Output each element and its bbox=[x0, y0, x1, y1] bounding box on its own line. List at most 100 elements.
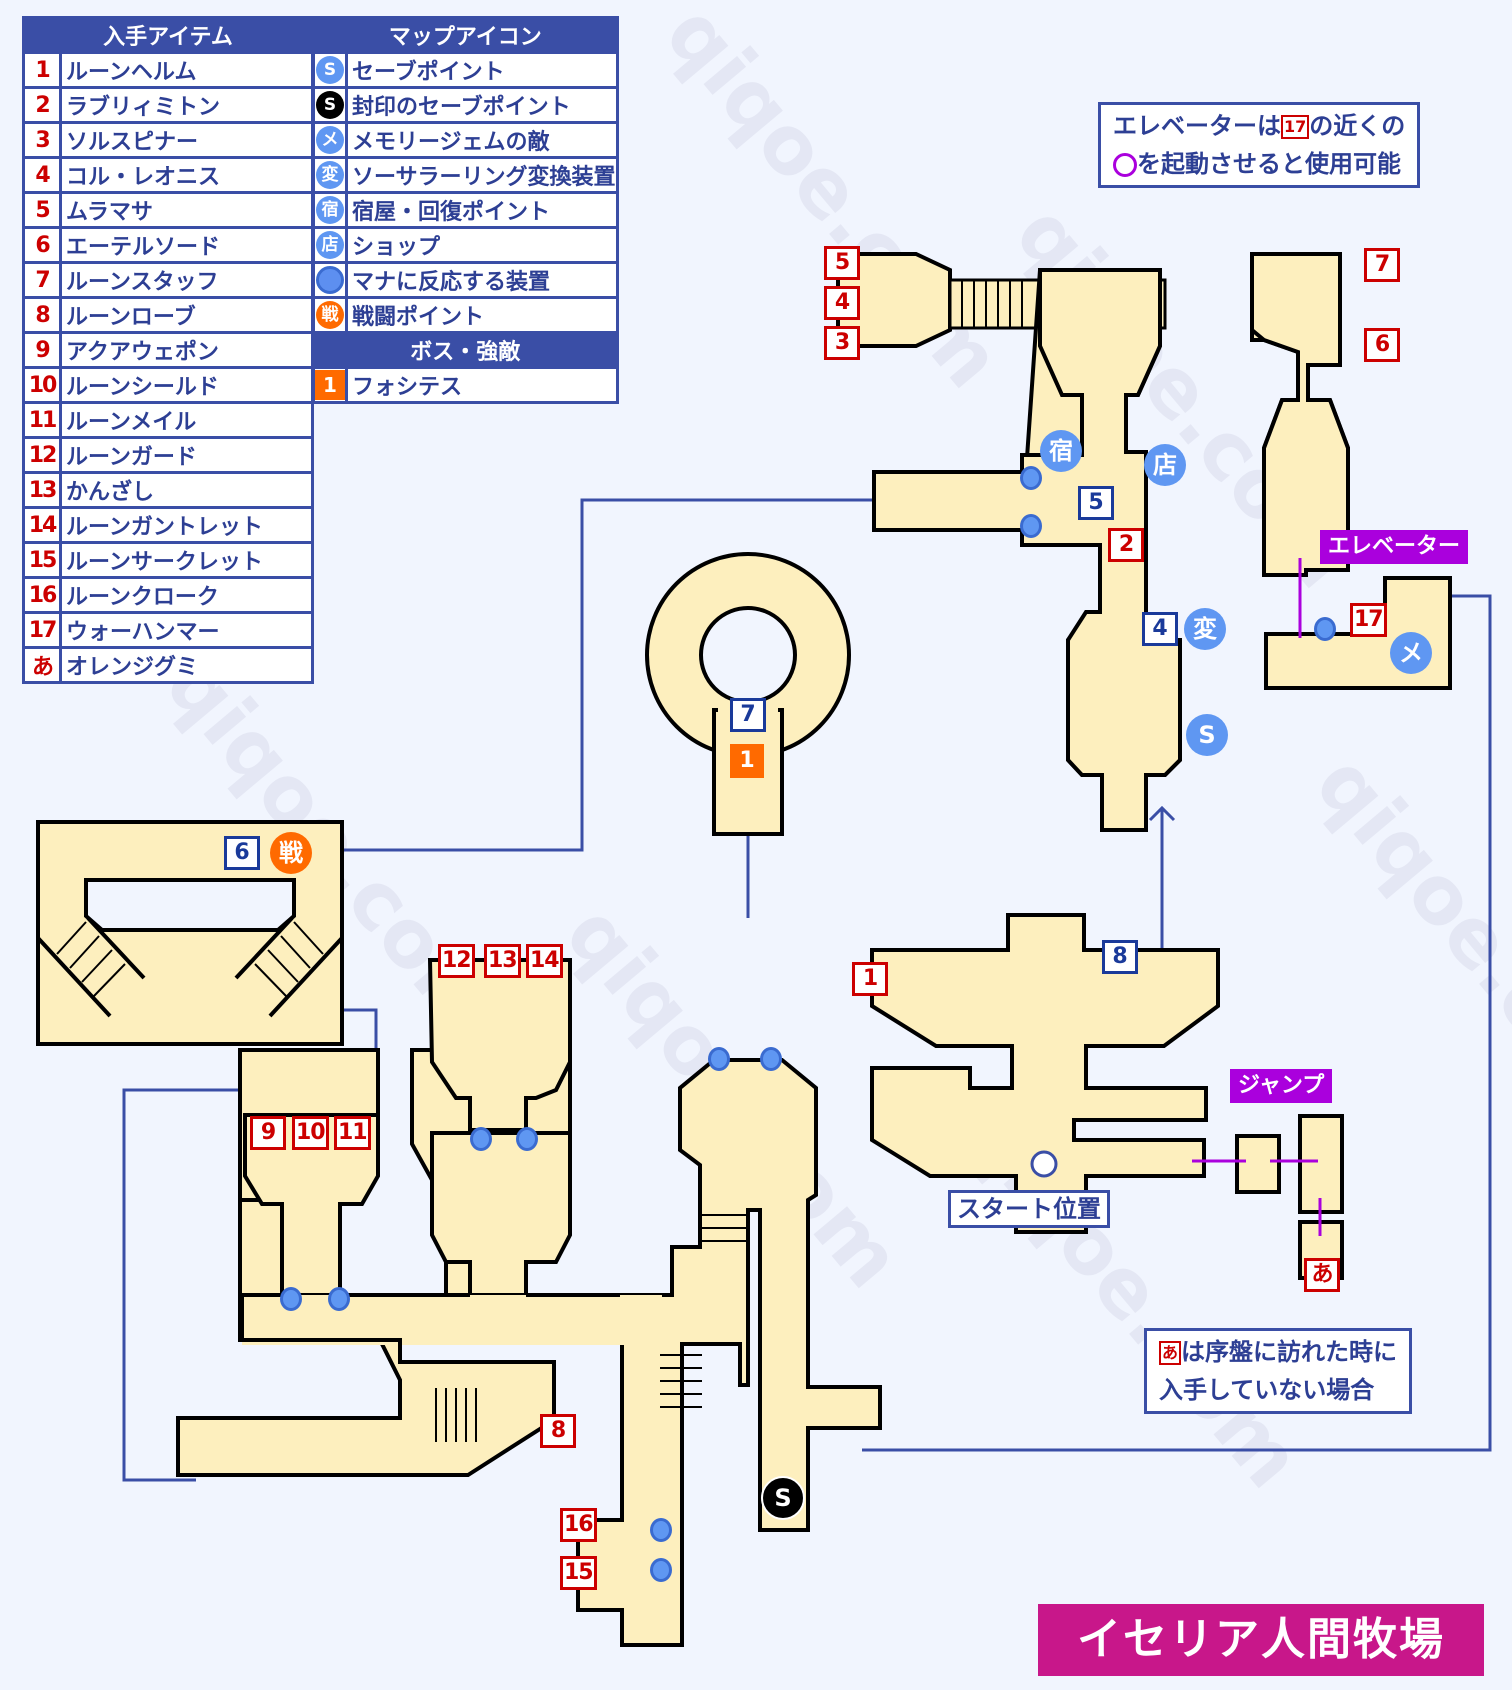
room-jump-b bbox=[1298, 1114, 1344, 1214]
ring-icon bbox=[1113, 153, 1137, 177]
bridge bbox=[948, 278, 1042, 330]
mana-device-icon[interactable] bbox=[516, 1127, 538, 1151]
sealed-save-point-icon[interactable]: S bbox=[761, 1476, 805, 1520]
item-marker[interactable]: 9 bbox=[250, 1116, 286, 1150]
item-number: 17 bbox=[22, 611, 62, 649]
mana-device-icon[interactable] bbox=[328, 1287, 350, 1311]
memory-gem-enemy-icon: メ bbox=[316, 126, 344, 154]
icon-name: ショップ bbox=[345, 226, 619, 264]
shop-icon[interactable]: 店 bbox=[1144, 444, 1186, 486]
mana-device-icon[interactable] bbox=[1314, 617, 1336, 641]
start-position-marker bbox=[1030, 1150, 1058, 1178]
battle-point-icon[interactable]: 戦 bbox=[270, 832, 312, 874]
item-number: 2 bbox=[22, 86, 62, 124]
item-marker[interactable]: 3 bbox=[824, 326, 860, 360]
shop-icon: 店 bbox=[316, 231, 344, 259]
item-marker[interactable]: 4 bbox=[824, 286, 860, 320]
item-ref-badge: 17 bbox=[1281, 115, 1310, 139]
icon-legend-row: 戦戦闘ポイント bbox=[312, 296, 619, 334]
boss-marker[interactable]: 1 bbox=[730, 744, 764, 778]
item-marker[interactable]: 15 bbox=[560, 1556, 597, 1590]
item-marker[interactable]: 6 bbox=[1364, 328, 1400, 362]
item-marker[interactable]: 2 bbox=[1108, 528, 1144, 562]
mana-device-icon[interactable] bbox=[650, 1558, 672, 1582]
mana-device-icon[interactable] bbox=[760, 1047, 782, 1071]
stair-lines bbox=[961, 280, 1023, 328]
mana-device-icon[interactable] bbox=[280, 1287, 302, 1311]
item-marker[interactable]: 1 bbox=[852, 962, 888, 996]
item-legend-header: 入手アイテム bbox=[22, 16, 314, 54]
item-name: コル・レオニス bbox=[59, 156, 314, 194]
jump-label: ジャンプ bbox=[1230, 1069, 1333, 1103]
item-name: ラブリィミトン bbox=[59, 86, 314, 124]
icon-name: ソーサラーリング変換装置 bbox=[345, 156, 619, 194]
item-marker[interactable]: あ bbox=[1304, 1258, 1340, 1292]
chest-marker[interactable]: 6 bbox=[224, 836, 260, 870]
item-name: ルーンヘルム bbox=[59, 51, 314, 89]
item-number: あ bbox=[22, 646, 62, 684]
room-central bbox=[872, 268, 1182, 832]
item-name: ルーンガントレット bbox=[59, 506, 314, 544]
item-number: 1 bbox=[22, 51, 62, 89]
chest-marker[interactable]: 4 bbox=[1142, 612, 1178, 646]
mana-device-icon[interactable] bbox=[708, 1047, 730, 1071]
item-marker[interactable]: 10 bbox=[292, 1116, 329, 1150]
item-number: 4 bbox=[22, 156, 62, 194]
item-marker[interactable]: 11 bbox=[334, 1116, 371, 1150]
mana-device-icon[interactable] bbox=[470, 1127, 492, 1151]
sealed-save-point-icon: S bbox=[316, 91, 344, 119]
icon-name: セーブポイント bbox=[345, 51, 619, 89]
icon-legend-row: マナに反応する装置 bbox=[312, 261, 619, 299]
item-marker[interactable]: 8 bbox=[540, 1414, 576, 1448]
item-marker[interactable]: 5 bbox=[824, 246, 860, 280]
item-name: オレンジグミ bbox=[59, 646, 314, 684]
item-number: 10 bbox=[22, 366, 62, 404]
item-name: ウォーハンマー bbox=[59, 611, 314, 649]
item-name: アクアウェポン bbox=[59, 331, 314, 369]
chest-marker[interactable]: 7 bbox=[730, 698, 766, 732]
chest-marker[interactable]: 5 bbox=[1078, 486, 1114, 520]
ring-hole bbox=[699, 606, 797, 704]
item-number: 8 bbox=[22, 296, 62, 334]
connector-line bbox=[326, 498, 906, 852]
converter-icon[interactable]: 変 bbox=[1184, 608, 1226, 650]
item-number: 12 bbox=[22, 436, 62, 474]
boss-name: フォシテス bbox=[345, 366, 619, 404]
item-number: 11 bbox=[22, 401, 62, 439]
item-marker[interactable]: 17 bbox=[1350, 603, 1387, 637]
item-marker[interactable]: 7 bbox=[1364, 248, 1400, 282]
item-number: 5 bbox=[22, 191, 62, 229]
item-marker[interactable]: 13 bbox=[484, 944, 521, 978]
item-marker[interactable]: 12 bbox=[438, 944, 475, 978]
item-marker[interactable]: 16 bbox=[560, 1508, 597, 1542]
icon-legend-header: マップアイコン bbox=[312, 16, 619, 54]
item-name: ソルスピナー bbox=[59, 121, 314, 159]
chest-marker[interactable]: 8 bbox=[1102, 940, 1138, 974]
inn-icon[interactable]: 宿 bbox=[1040, 430, 1082, 472]
item-number: 6 bbox=[22, 226, 62, 264]
item-number: 15 bbox=[22, 541, 62, 579]
icon-name: 宿屋・回復ポイント bbox=[345, 191, 619, 229]
memory-gem-enemy-icon[interactable]: メ bbox=[1390, 632, 1432, 674]
mana-device-icon[interactable] bbox=[1020, 466, 1042, 490]
mana-device-icon[interactable] bbox=[650, 1518, 672, 1542]
save-point-icon[interactable]: S bbox=[1186, 714, 1228, 756]
item-name: ルーンスタッフ bbox=[59, 261, 314, 299]
item-marker[interactable]: 14 bbox=[526, 944, 563, 978]
mana-device-icon[interactable] bbox=[1020, 514, 1042, 538]
